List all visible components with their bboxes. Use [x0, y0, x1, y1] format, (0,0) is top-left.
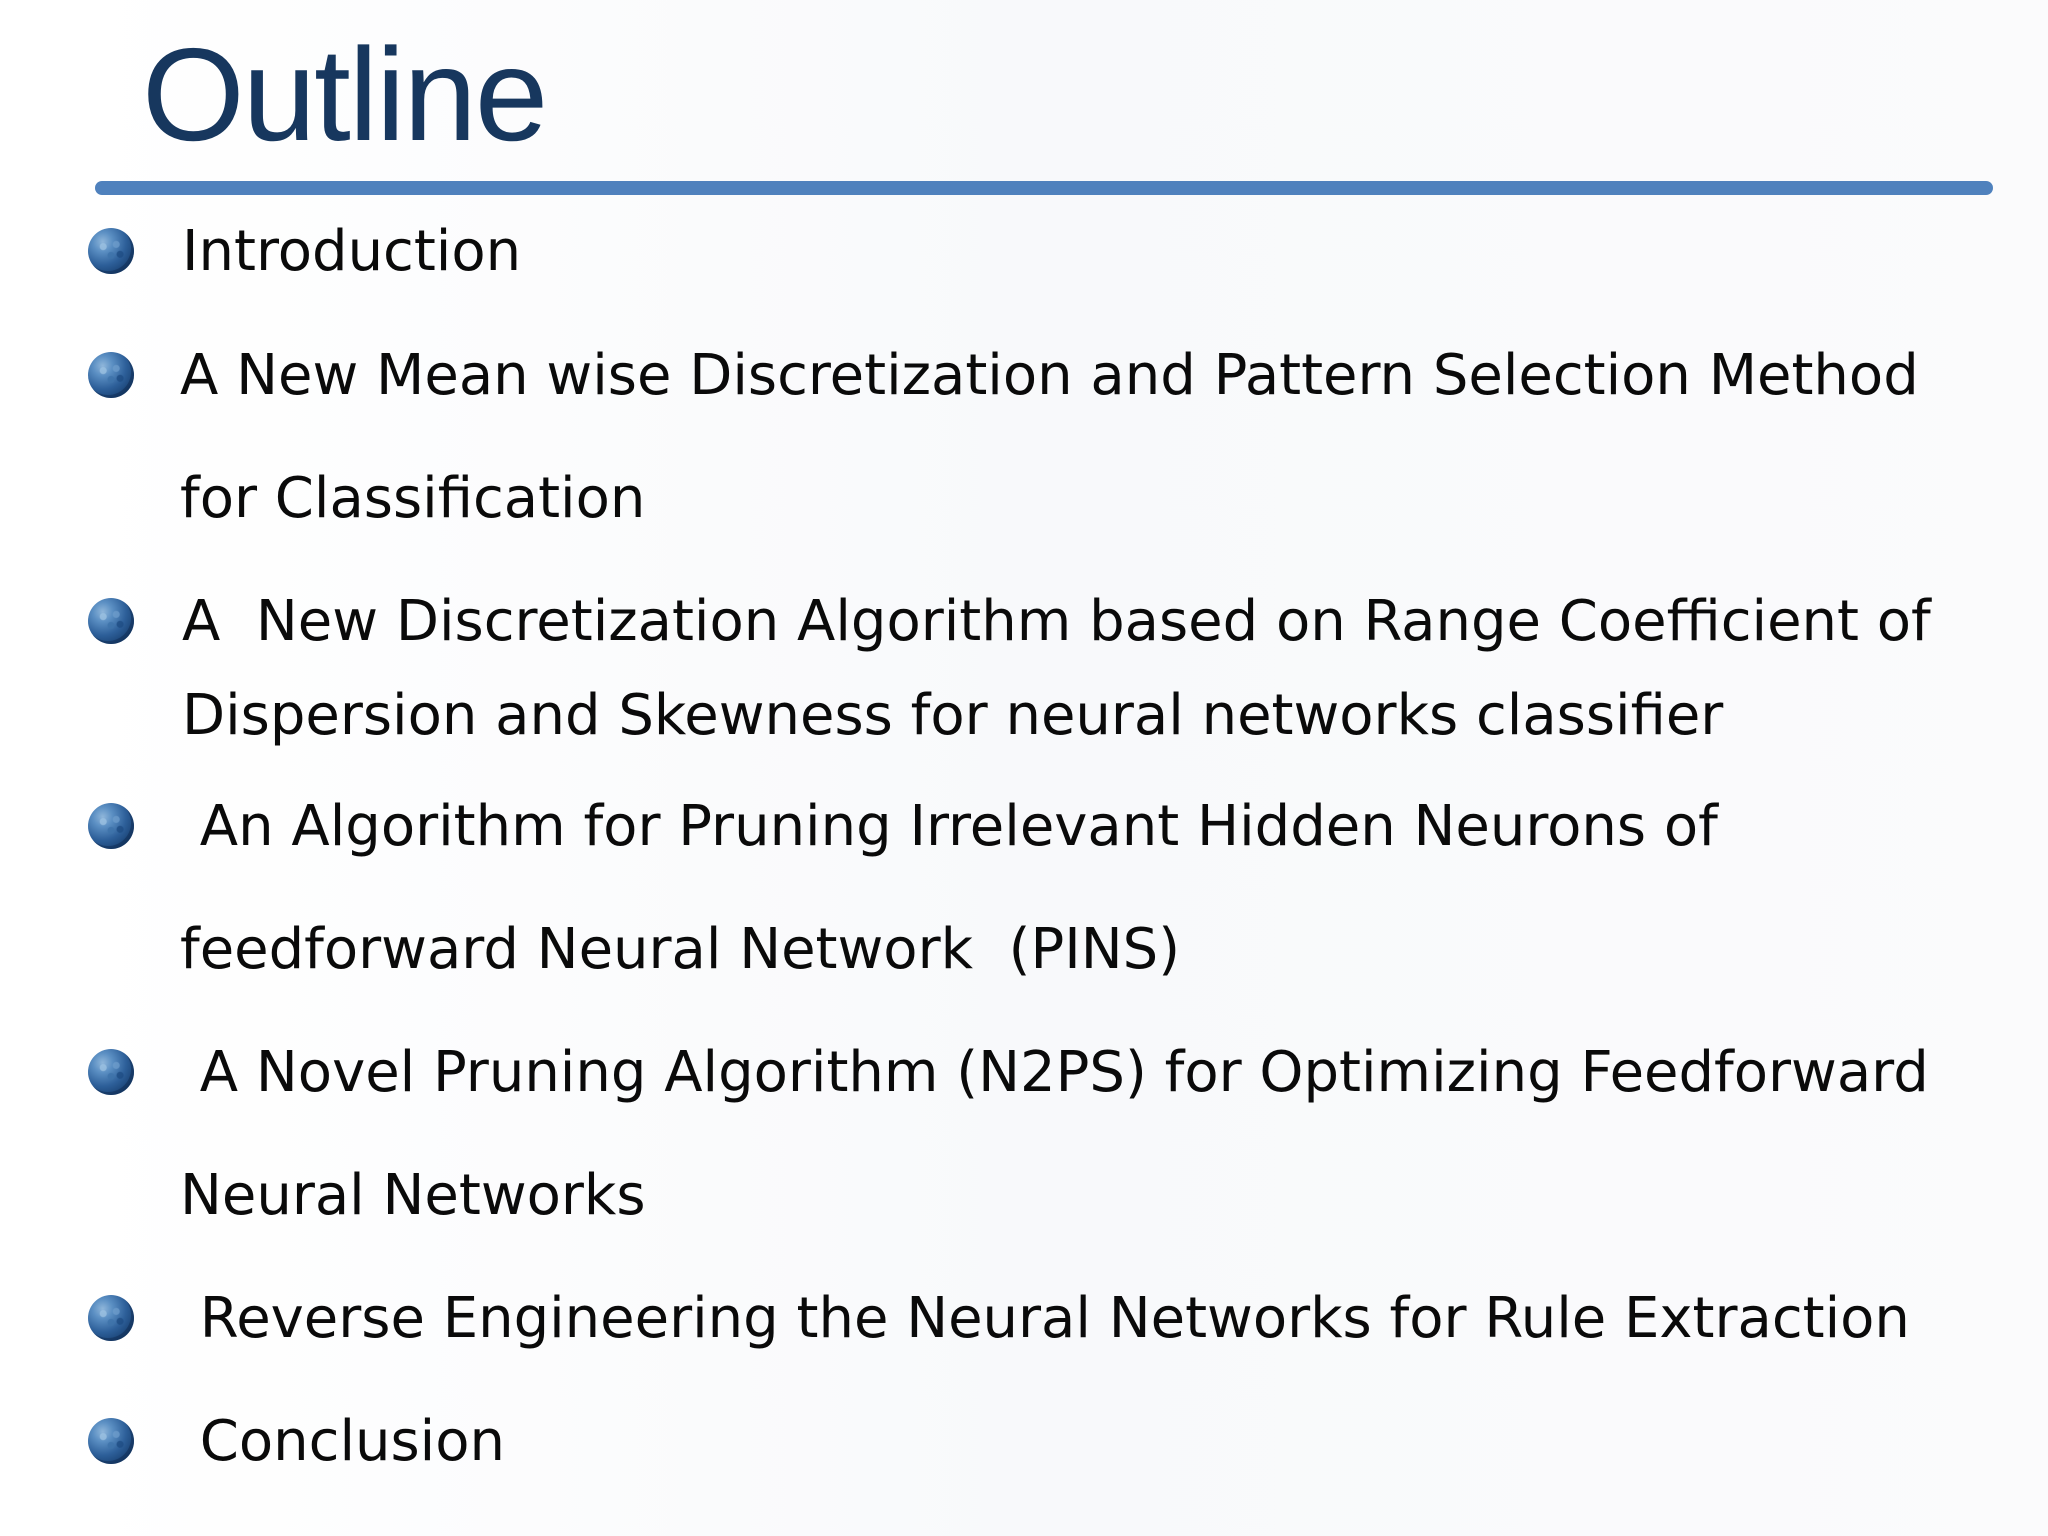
item-line: Introduction — [182, 219, 522, 284]
bullet-icon — [88, 803, 134, 849]
item-line: Reverse Engineering the Neural Networks … — [182, 1286, 1910, 1351]
bullet-icon — [88, 352, 134, 398]
item-line: A New Mean wise Discretization and Patte… — [180, 343, 1919, 408]
bullet-icon — [88, 598, 134, 644]
bullet-icon — [88, 1295, 134, 1341]
item-line: Neural Networks — [180, 1163, 646, 1228]
bullet-icon — [88, 1049, 134, 1095]
item-line: for Classification — [180, 466, 646, 531]
item-line: A Novel Pruning Algorithm (N2PS) for Opt… — [182, 1040, 1929, 1105]
bullet-icon — [88, 1418, 134, 1464]
item-line: An Algorithm for Pruning Irrelevant Hidd… — [182, 794, 1718, 859]
bullet-icon — [88, 228, 134, 274]
item-line: feedforward Neural Network (PINS) — [180, 917, 1181, 982]
item-line: Dispersion and Skewness for neural netwo… — [182, 683, 1724, 748]
title-divider — [95, 181, 1993, 195]
item-line: A New Discretization Algorithm based on … — [182, 589, 1931, 654]
slide-title: Outline — [142, 21, 548, 168]
item-line: Conclusion — [182, 1409, 505, 1474]
